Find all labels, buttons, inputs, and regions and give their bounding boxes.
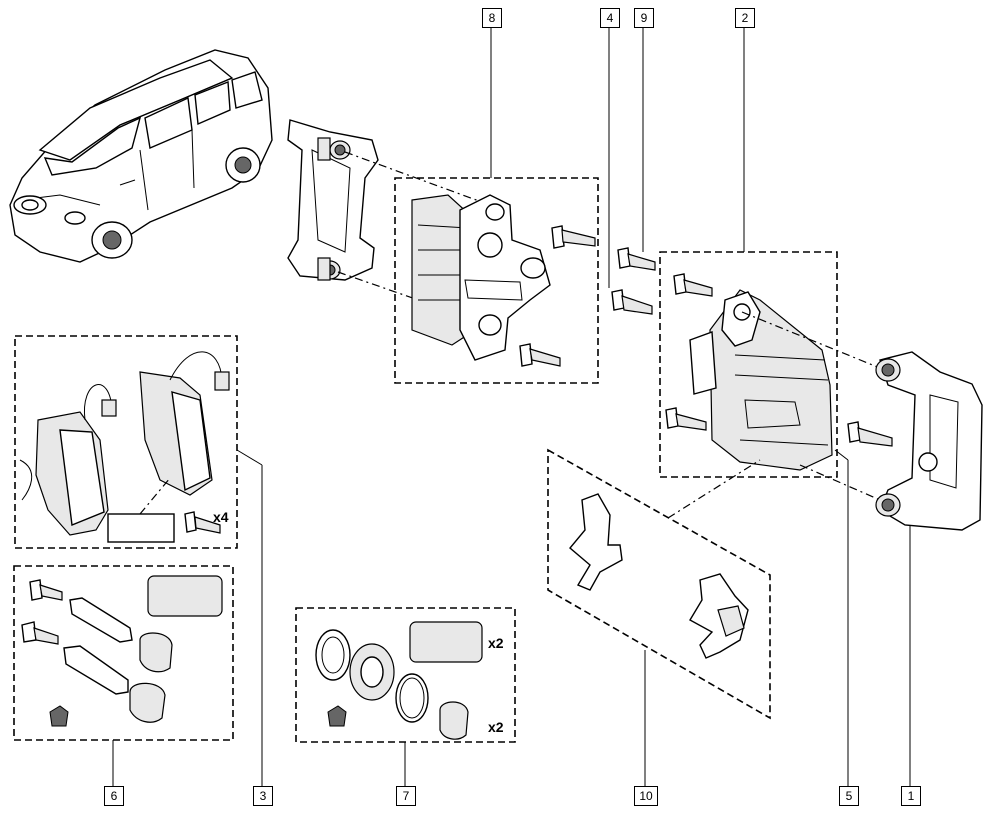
pad-insert-plate <box>107 513 175 543</box>
bolt-5 <box>847 421 893 447</box>
caliper-carrier-1 <box>875 351 983 531</box>
spring-clips-10 <box>569 493 749 659</box>
bolt-2a <box>673 273 713 297</box>
bolt-9 <box>617 247 656 271</box>
caliper-assembly-2 <box>689 289 833 471</box>
callout-1: 1 <box>901 786 921 806</box>
callout-4: 4 <box>600 8 620 28</box>
brake-pads-3 <box>19 351 230 536</box>
bolt-2b <box>665 407 707 431</box>
group-box-3 <box>14 335 238 549</box>
caliper-carrier-left <box>287 119 379 281</box>
group-box-6 <box>13 565 234 741</box>
group-box-2 <box>659 251 838 478</box>
guide-pin-kit-6 <box>21 575 223 727</box>
qty-kit7-grease: x2 <box>488 635 504 651</box>
callout-3: 3 <box>253 786 273 806</box>
bleed-screw <box>611 289 653 315</box>
seal-kit-7 <box>315 621 483 740</box>
group-box-10 <box>547 448 771 720</box>
callout-6: 6 <box>104 786 124 806</box>
pad-screw <box>184 511 221 534</box>
vehicle-illustration <box>9 49 273 263</box>
callout-8: 8 <box>482 8 502 28</box>
bolt-8a <box>551 225 596 249</box>
callout-5: 5 <box>839 786 859 806</box>
callout-7: 7 <box>396 786 416 806</box>
qty-kit7-boot: x2 <box>488 719 504 735</box>
group-box-8 <box>394 177 599 384</box>
caliper-body-8 <box>411 194 551 361</box>
callout-9: 9 <box>634 8 654 28</box>
qty-pads-screws: x4 <box>213 509 229 525</box>
callout-2: 2 <box>735 8 755 28</box>
bolt-8b <box>519 343 561 367</box>
callout-10: 10 <box>634 786 658 806</box>
